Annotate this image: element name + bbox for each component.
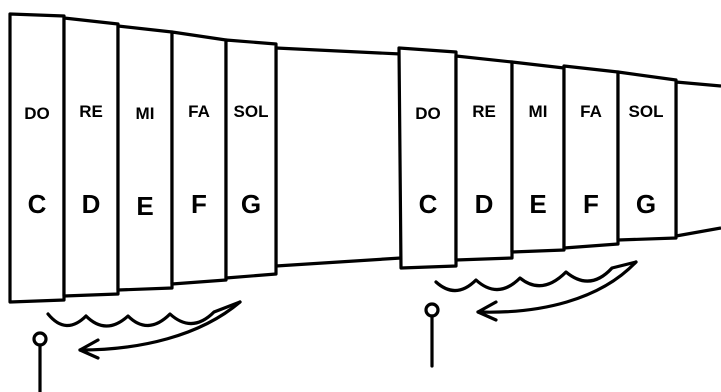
bar-fa	[562, 64, 620, 250]
mallet-head-icon	[32, 331, 48, 347]
note-letter: G	[241, 189, 261, 219]
mallet-head-icon	[424, 302, 440, 318]
mallet-2	[424, 302, 440, 368]
bar-re	[62, 16, 120, 298]
scallop-curve	[434, 260, 638, 293]
solfege-label: DO	[415, 104, 441, 123]
solfege-label: DO	[24, 104, 50, 123]
connector-beam-1	[274, 46, 403, 268]
bar-sol	[616, 70, 678, 242]
note-letter: C	[28, 189, 47, 219]
note-letter: D	[82, 189, 101, 219]
bar-mi	[510, 60, 566, 254]
scallop-curve	[46, 300, 242, 328]
note-letter: E	[136, 191, 153, 221]
bar-do	[397, 46, 458, 270]
bar-mi	[116, 24, 174, 292]
connector-beam-2	[674, 80, 721, 238]
solfege-label: RE	[79, 102, 103, 121]
bar-fa	[170, 30, 228, 286]
arrow-head-icon	[476, 300, 498, 322]
return-arrow-shaft	[78, 300, 242, 352]
note-letter: D	[475, 189, 494, 219]
solfege-label: FA	[188, 102, 210, 121]
bar-group-1	[8, 12, 278, 304]
solfege-label: FA	[580, 102, 602, 121]
solfege-label: SOL	[629, 102, 664, 121]
solfege-label: RE	[472, 102, 496, 121]
arrow-head-icon	[78, 338, 100, 360]
solfege-label: SOL	[234, 102, 269, 121]
note-letter: F	[191, 189, 207, 219]
note-letter: F	[583, 189, 599, 219]
note-letter: G	[636, 189, 656, 219]
bar-sol	[224, 38, 278, 280]
scallop-arrow-group-2	[434, 260, 638, 322]
solfege-label: MI	[136, 104, 155, 123]
note-letter: E	[529, 189, 546, 219]
mallet-1	[32, 331, 48, 392]
bar-do	[8, 12, 66, 304]
bar-re	[454, 54, 514, 262]
note-letter: C	[419, 189, 438, 219]
scallop-arrow-group-1	[46, 300, 242, 360]
labels-group-2: DO RE MI FA SOL C D E F G	[415, 102, 663, 219]
solfege-label: MI	[529, 102, 548, 121]
labels-group-1: DO RE MI FA SOL C D E F G	[24, 102, 268, 221]
bar-group-2	[397, 46, 678, 270]
return-arrow-shaft	[476, 260, 638, 314]
